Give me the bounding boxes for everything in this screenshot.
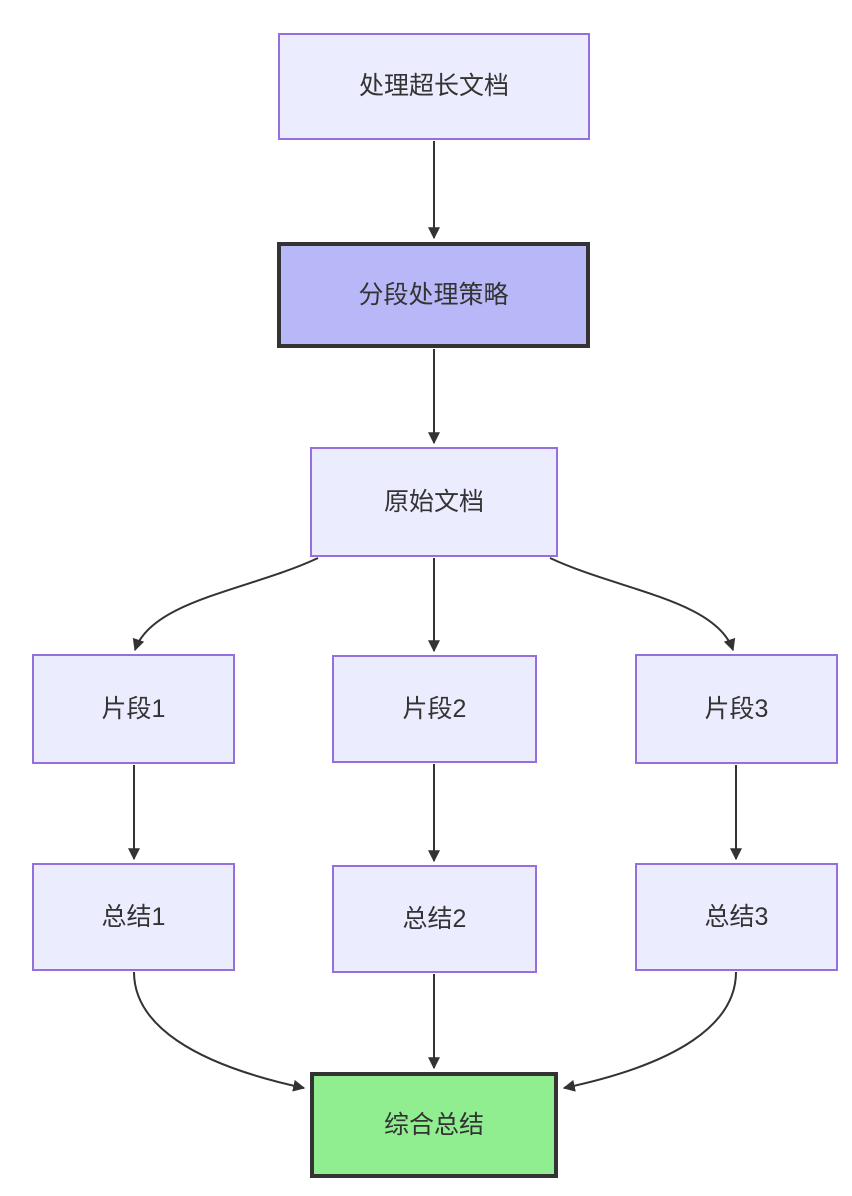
node-summary-2: 总结2 [332,865,537,973]
node-chunk-3-label: 片段3 [704,694,769,723]
edge-summary3-to-final [562,971,737,1092]
node-final-summary: 综合总结 [310,1072,558,1178]
node-chunk-1-label: 片段1 [101,694,166,723]
node-summary-3-label: 总结3 [704,902,769,931]
node-summary-1-label: 总结1 [101,902,166,931]
node-summary-1: 总结1 [32,863,235,971]
node-original-doc: 原始文档 [310,447,558,557]
node-process-long-doc: 处理超长文档 [278,33,590,140]
edge-summary1-to-final [133,971,306,1092]
node-summary-2-label: 总结2 [402,904,467,933]
edge-doc-to-chunk3 [549,557,736,652]
node-summary-3: 总结3 [635,863,838,971]
node-chunk-2-label: 片段2 [402,694,467,723]
node-chunk-1: 片段1 [32,654,235,764]
node-chunk-2: 片段2 [332,655,537,763]
node-chunk-3: 片段3 [635,654,838,764]
node-process-long-doc-label: 处理超长文档 [358,72,509,101]
node-original-doc-label: 原始文档 [383,487,484,516]
edge-doc-to-chunk1 [132,557,319,652]
node-segmentation-strategy: 分段处理策略 [277,242,590,348]
node-final-summary-label: 综合总结 [383,1110,484,1139]
node-segmentation-strategy-label: 分段处理策略 [358,280,509,309]
